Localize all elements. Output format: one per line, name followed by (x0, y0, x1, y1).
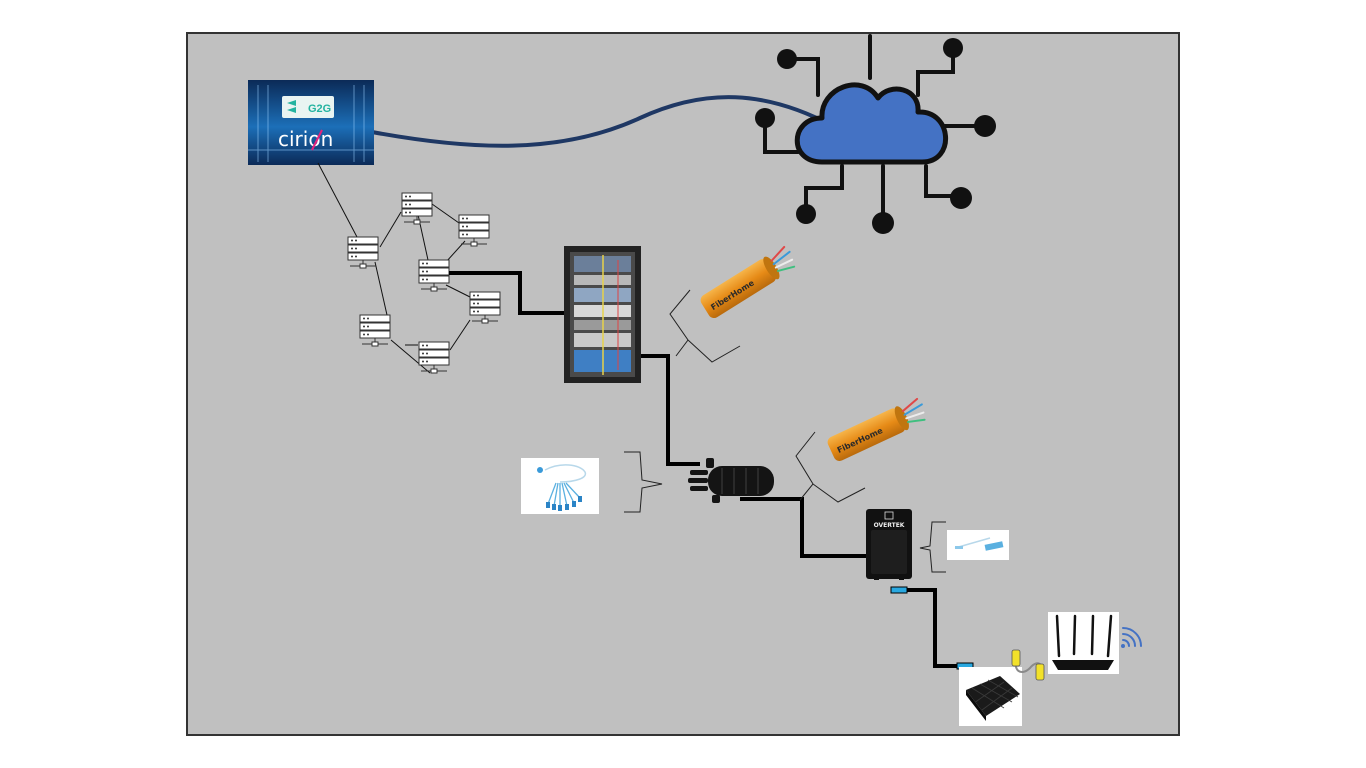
wifi-router (1048, 612, 1119, 674)
cto-box: OVERTEK (866, 509, 912, 580)
logo-chevron-icon (287, 100, 296, 113)
splice-closure (688, 458, 774, 503)
logo-top-text: G2G (308, 103, 331, 115)
backbone-link (371, 95, 834, 148)
logo-slash-mark (311, 129, 323, 151)
wifi-waves-icon (1121, 627, 1142, 648)
logo-bottom-text: cirion (278, 127, 333, 151)
patch-cord (947, 530, 1009, 560)
cloud-network-icon (755, 34, 996, 234)
patch-cable (1011, 649, 1045, 681)
optical-splitter (521, 458, 599, 514)
onu-modem (959, 667, 1022, 726)
cto-brand: OVERTEK (874, 522, 905, 529)
cloud-shape (794, 82, 949, 165)
splitter-brace (624, 451, 663, 513)
datacenter-logo: G2G cirion (248, 80, 374, 165)
fiber-path (449, 271, 960, 668)
cable-brace (669, 289, 866, 503)
server-network (317, 162, 501, 374)
rack-cabinet (564, 246, 641, 383)
cto-brace (919, 521, 946, 573)
connector (890, 586, 908, 594)
